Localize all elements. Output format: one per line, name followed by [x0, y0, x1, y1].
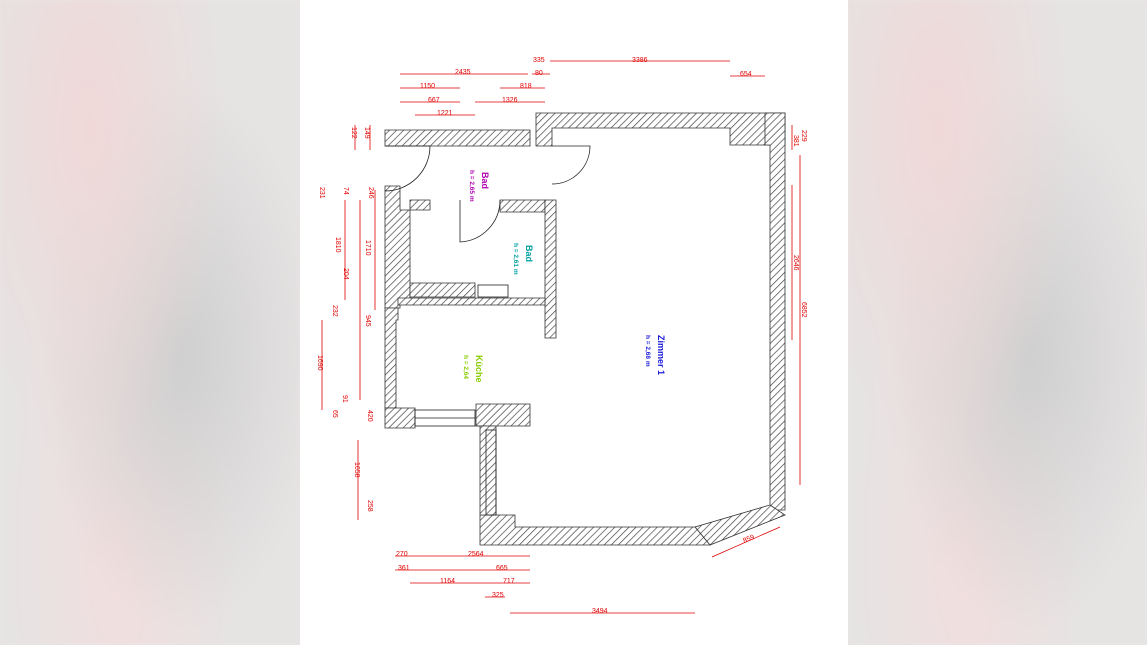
- dim-left-1710: 1710: [364, 240, 371, 256]
- dimensions-right: 229 381 2646 6852: [791, 125, 807, 485]
- dim-right-2646: 2646: [792, 255, 799, 271]
- dim-bottom-2564: 2564: [468, 551, 484, 558]
- dim-bottom-270: 270: [396, 551, 408, 558]
- bath-fixture: [477, 284, 509, 298]
- dimensions-top: 335 3386 2435 80 654 1150 818 667 1326 1…: [400, 57, 765, 117]
- dim-left-1810: 1810: [334, 237, 341, 253]
- wall-kitchen-top: [397, 297, 546, 306]
- wall-bath-top-right: [499, 199, 546, 213]
- dim-left-122: 122: [350, 127, 357, 139]
- wall-bath-top: [409, 199, 431, 211]
- doors: [384, 145, 591, 516]
- dim-left-231: 231: [318, 187, 325, 199]
- dim-left-1690: 1690: [316, 355, 323, 371]
- floor-plan-sheet: Bad h = 2,65 m Bad h = 2,61 m Küche h = …: [300, 0, 848, 645]
- dim-top-335: 335: [533, 57, 545, 64]
- dim-left-204: 204: [342, 268, 349, 280]
- room-name: Küche: [474, 355, 484, 383]
- room-height: h = 2,68 m: [644, 335, 651, 367]
- dim-diagonal-859: 859: [742, 534, 756, 545]
- dim-top-1150: 1150: [420, 83, 435, 90]
- wall-diagonal: [694, 504, 786, 546]
- dimensions-bottom: 270 2564 361 665 1164 717 325 3494 859: [395, 526, 781, 615]
- door-swing-room: [551, 145, 591, 185]
- dim-top-1326: 1326: [502, 97, 518, 104]
- dim-left-258: 258: [366, 500, 373, 512]
- dim-left-91: 91: [341, 395, 348, 403]
- wall-left-lower: [384, 407, 416, 429]
- dim-right-381: 381: [792, 135, 799, 147]
- dim-left-420: 420: [366, 410, 373, 422]
- dim-left-1658: 1658: [353, 462, 360, 478]
- dim-left-232: 232: [331, 305, 338, 317]
- dim-right-229: 229: [800, 130, 807, 142]
- dim-top-2435: 2435: [455, 69, 471, 76]
- dim-right-6852: 6852: [800, 302, 807, 318]
- room-name: Bad: [524, 245, 534, 262]
- room-height: h = 2,64: [462, 355, 469, 379]
- room-name: Zimmer 1: [656, 335, 666, 375]
- room-label-bad-2: Bad: [524, 245, 534, 262]
- room-label-kuche: Küche: [474, 355, 484, 383]
- dim-bottom-361: 361: [398, 565, 410, 572]
- wall-partition: [544, 199, 557, 339]
- dim-left-74: 74: [342, 187, 349, 195]
- room-name: Bad: [480, 172, 490, 189]
- blurred-background-left: [0, 0, 300, 645]
- blurred-background-right: [848, 0, 1147, 645]
- floor-plan-drawing: Bad h = 2,65 m Bad h = 2,61 m Küche h = …: [316, 57, 807, 615]
- dim-left-945: 945: [364, 315, 371, 327]
- wall-left-upper: [384, 185, 411, 309]
- dim-top-3386: 3386: [632, 57, 648, 64]
- dimensions-left: 149 122 231 74 246 1810 1710 204 232 945…: [316, 125, 376, 520]
- room-label-zimmer-1: Zimmer 1: [656, 335, 666, 375]
- wall-right: [764, 112, 786, 511]
- room-height-zimmer-1: h = 2,68 m: [644, 335, 651, 367]
- wall-top-right: [535, 112, 786, 147]
- dim-top-1221: 1221: [437, 110, 453, 117]
- wall-top-left: [384, 129, 531, 147]
- wall-kitchen-block: [475, 403, 531, 427]
- door-swing-bath: [459, 199, 501, 243]
- window-corridor: [485, 429, 497, 516]
- room-height-bad-2: h = 2,61 m: [512, 243, 519, 275]
- room-height-kuche: h = 2,64: [462, 355, 469, 379]
- room-height: h = 2,61 m: [512, 243, 519, 275]
- dim-bottom-325: 325: [492, 592, 504, 599]
- dim-bottom-1164: 1164: [440, 578, 455, 585]
- walls: [384, 112, 786, 546]
- dim-bottom-717: 717: [503, 578, 515, 585]
- wall-bath-bottom: [409, 282, 476, 298]
- dim-top-818: 818: [520, 83, 532, 90]
- room-label-bad-1: Bad: [480, 172, 490, 189]
- wall-bottom: [479, 514, 711, 546]
- dim-left-149: 149: [363, 127, 370, 139]
- wall-left-middle: [384, 307, 399, 409]
- dim-left-65: 65: [331, 410, 338, 418]
- dim-top-667: 667: [428, 97, 440, 104]
- room-height: h = 2,65 m: [468, 170, 475, 202]
- room-height-bad-1: h = 2,65 m: [468, 170, 475, 202]
- dim-bottom-665: 665: [496, 565, 508, 572]
- dim-bottom-3494: 3494: [592, 608, 608, 615]
- dim-top-80: 80: [535, 70, 543, 77]
- dim-left-246: 246: [367, 187, 374, 199]
- door-swing-entry: [384, 145, 431, 192]
- dim-top-654: 654: [740, 71, 752, 78]
